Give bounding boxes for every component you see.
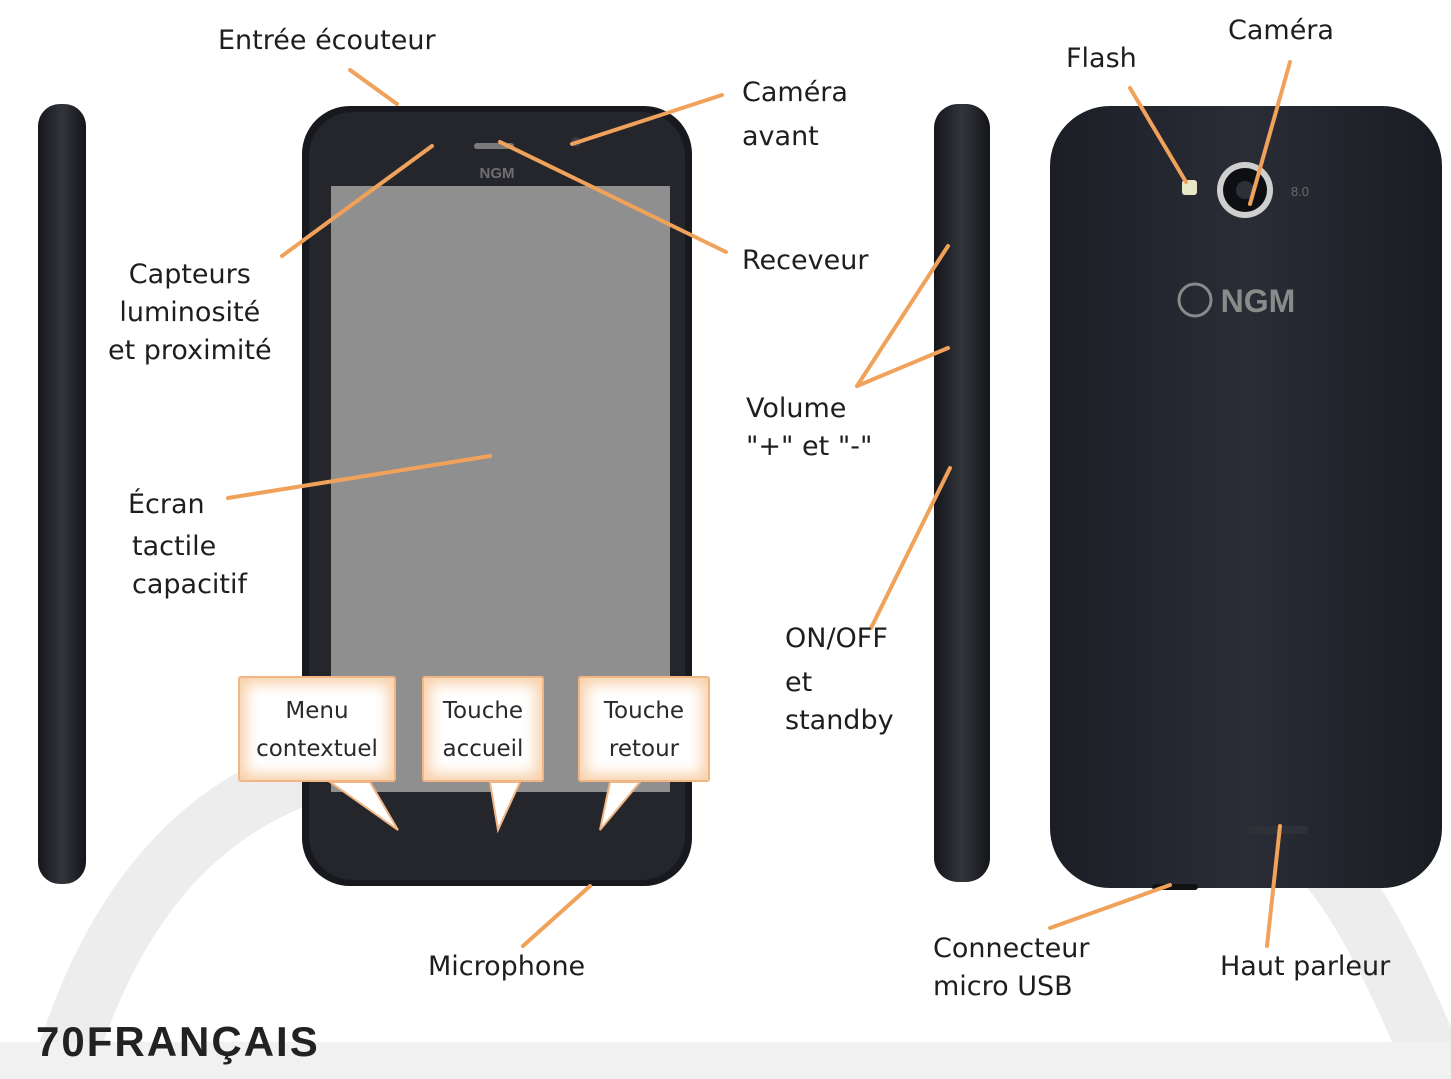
back-logo-text: NGM [1221, 283, 1296, 319]
label-capteurs: Capteurs luminosité et proximité [108, 259, 272, 366]
leader-lines [226, 60, 1292, 948]
label-haut-parleur: Haut parleur [1220, 951, 1391, 982]
callout-pointers [326, 781, 643, 834]
back-phone: 8.0 NGM [1050, 106, 1442, 890]
footer-band [0, 1042, 1451, 1079]
label-ecran: Écran tactile capacitif [128, 489, 248, 600]
label-flash: Flash [1066, 43, 1137, 74]
front-logo-text: NGM [480, 165, 515, 182]
label-microphone: Microphone [428, 951, 586, 982]
callout-touche-retour: Touche retour [578, 676, 710, 782]
label-camera-avant: Caméra avant [742, 77, 848, 152]
back-flash-text: 8.0 [1291, 184, 1309, 199]
side-phone-left [38, 104, 86, 884]
label-volume: Volume "+" et "-" [746, 393, 873, 462]
label-onoff: ON/OFF et standby [785, 623, 894, 736]
label-connecteur: Connecteur micro USB [933, 933, 1090, 1002]
label-entree-ecouteur: Entrée écouteur [218, 25, 436, 56]
callout-menu-contextuel: Menu contextuel [238, 676, 396, 782]
page-footer-label: 70FRANÇAIS [36, 1018, 320, 1065]
label-receveur: Receveur [742, 245, 869, 276]
label-camera: Caméra [1228, 15, 1334, 46]
callout-touche-accueil: Touche accueil [422, 676, 544, 782]
side-phone-right [934, 104, 990, 882]
